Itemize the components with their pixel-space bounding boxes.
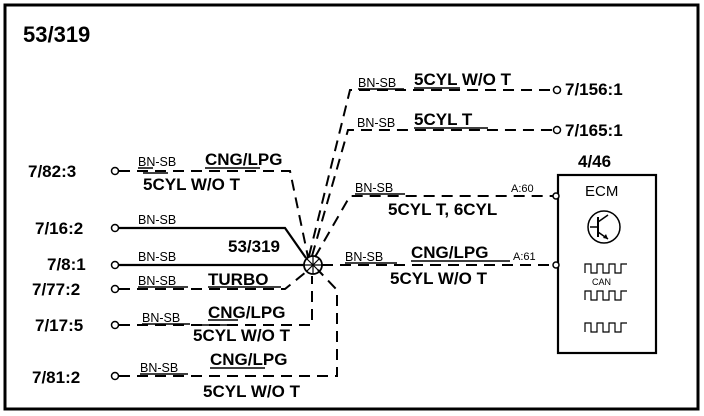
connector-7-82-3[interactable]: 7/82:3 [28,162,76,181]
pin-a60: A:60 [511,183,534,195]
diagram-title: 53/319 [23,22,90,47]
ecm-label: ECM [585,183,618,200]
terminal-7-16-2[interactable] [110,223,120,233]
wire-label-w5: CNG/LPG [208,303,285,322]
wire-ecm-a60[interactable] [314,195,553,258]
terminal-7-77-2[interactable] [110,284,120,294]
wire-label-w1: CNG/LPG [205,150,282,169]
wire-label-w4: TURBO [208,270,268,289]
terminal-7-17-5[interactable] [110,320,120,330]
wire-label-w10: CNG/LPG [411,243,488,262]
wire-color-w7: BN-SB [358,76,396,90]
pulse-signal-icon [584,263,627,274]
pulse-signal-icon-2 [584,322,627,333]
ecm-ref: 4/46 [578,152,611,171]
wire-7-77-2[interactable] [119,271,307,290]
wire-7-17-5[interactable] [119,276,313,326]
wire-color-w4: BN-SB [138,274,176,288]
wire-color-w6: BN-SB [140,361,178,375]
wire-color-w8: BN-SB [357,116,395,130]
terminal-7-82-3[interactable] [110,166,120,176]
wire-label-w8: 5CYL T [414,110,473,129]
wire-label2-w1: 5CYL W/O T [143,175,241,194]
can-signal-icon [584,290,627,301]
terminal-7-165-1[interactable] [552,125,562,135]
terminal-ecm-a60[interactable] [552,192,560,200]
diagram-frame [3,3,700,411]
connector-7-8-1[interactable]: 7/8:1 [47,255,86,274]
splice-label: 53/319 [228,237,280,256]
wire-label2-w10: 5CYL W/O T [390,269,488,288]
wire-color-w9: BN-SB [355,181,393,195]
can-label: CAN [592,277,611,287]
splice-icon[interactable] [303,255,323,275]
pin-a61: A:61 [513,251,536,263]
wire-7-165-1[interactable] [311,129,553,257]
terminal-7-81-2[interactable] [110,371,120,381]
wire-label-w9: 5CYL T, 6CYL [388,200,497,219]
wire-color-w10: BN-SB [345,250,383,264]
wire-label-w7: 5CYL W/O T [414,70,512,89]
wire-color-w2: BN-SB [138,213,176,227]
wire-7-16-2[interactable] [119,226,307,259]
connector-7-16-2[interactable]: 7/16:2 [35,219,83,238]
ecm-box[interactable] [556,173,658,355]
connector-7-17-5[interactable]: 7/17:5 [35,316,83,335]
transistor-icon [587,210,621,244]
wire-color-w1: BN-SB [138,155,176,169]
wire-7-82-3[interactable] [119,170,309,258]
connector-7-77-2[interactable]: 7/77:2 [32,280,80,299]
wire-7-81-2[interactable] [119,269,338,377]
wire-label2-w5: 5CYL W/O T [193,326,291,345]
terminal-7-156-1[interactable] [552,85,562,95]
wire-color-w5: BN-SB [142,311,180,325]
connector-7-156-1[interactable]: 7/156:1 [565,80,623,99]
connector-7-81-2[interactable]: 7/81:2 [32,368,80,387]
wire-label-w6: CNG/LPG [210,350,287,369]
wire-7-156-1[interactable] [308,89,553,257]
wire-color-w3: BN-SB [138,250,176,264]
connector-7-165-1[interactable]: 7/165:1 [565,121,623,140]
terminal-ecm-a61[interactable] [552,261,560,269]
wire-label2-w6: 5CYL W/O T [203,382,301,401]
terminal-7-8-1[interactable] [110,260,120,270]
